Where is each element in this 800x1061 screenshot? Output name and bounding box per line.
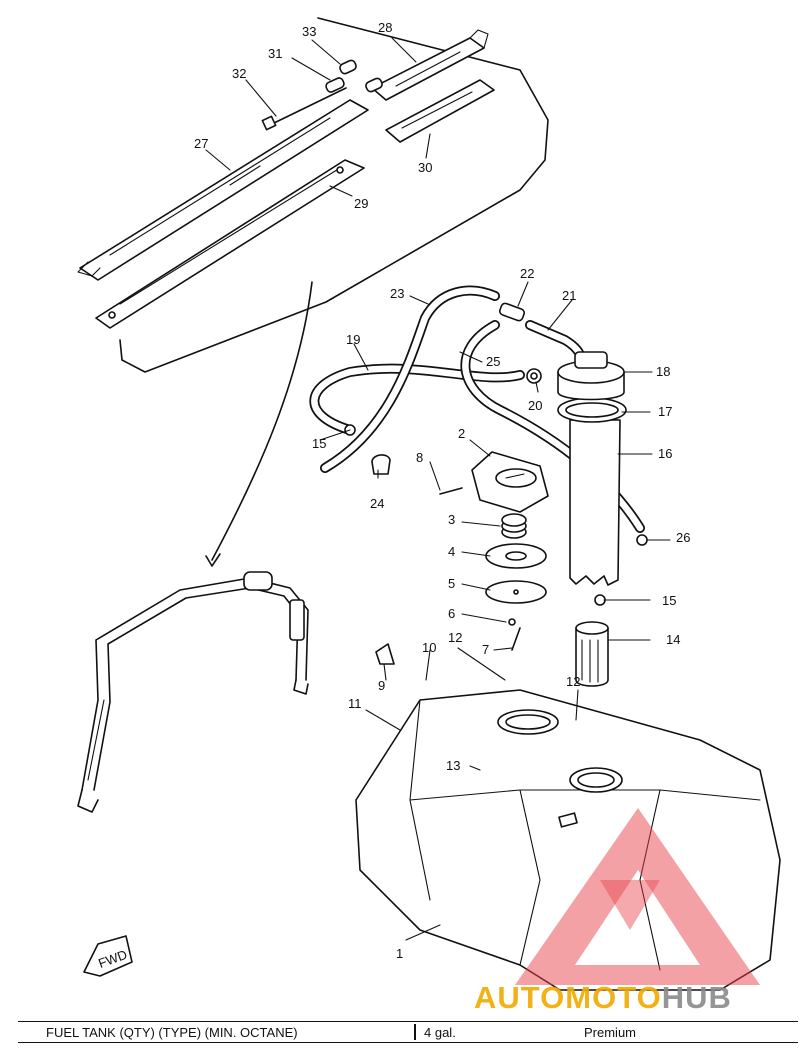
sender-pipe-16 (569, 419, 621, 586)
callout-12a: 12 (448, 630, 462, 645)
hose-19 (309, 363, 525, 435)
callout-4: 4 (448, 544, 455, 559)
pad-30 (385, 79, 495, 143)
tank-strap-assembly (77, 571, 309, 813)
callout-27: 27 (194, 136, 208, 151)
hose-23 (320, 285, 500, 473)
callout-2: 2 (458, 426, 465, 441)
cap-24 (371, 454, 391, 475)
callout-28: 28 (378, 20, 392, 35)
callout-5: 5 (448, 576, 455, 591)
callout-23: 23 (390, 286, 404, 301)
spec-separator (414, 1024, 416, 1040)
bracket-9 (375, 643, 395, 665)
callout-30: 30 (418, 160, 432, 175)
callout-21: 21 (562, 288, 576, 303)
bushings-31-33 (325, 59, 383, 93)
callout-31: 31 (268, 46, 282, 61)
spec-type: Premium (584, 1025, 637, 1040)
callout-25: 25 (486, 354, 500, 369)
callout-12b: 12 (566, 674, 580, 689)
callout-13: 13 (446, 758, 460, 773)
callout-3: 3 (448, 512, 455, 527)
callout-20: 20 (528, 398, 542, 413)
filler-cap-2 (471, 451, 549, 513)
callout-10: 10 (422, 640, 436, 655)
callout-11: 11 (348, 696, 362, 711)
inset-pointer-arrow (205, 281, 313, 567)
callout-32: 32 (232, 66, 246, 81)
fuel-tank-1 (355, 689, 781, 991)
callout-1: 1 (396, 946, 403, 961)
watermark-moto: MOTO (565, 980, 661, 1015)
callout-29: 29 (354, 196, 368, 211)
callout-18: 18 (656, 364, 670, 379)
gasket-5 (485, 580, 547, 604)
svg-text:AUTOMOTOHUB: AUTOMOTOHUB (474, 980, 732, 1015)
autmotohub-logo: AUTOMOTOHUB (474, 808, 760, 1015)
callout-numbers: 1 2 3 4 5 6 7 8 9 10 11 12 12 13 14 15 1… (194, 20, 690, 961)
callout-15a: 15 (312, 436, 326, 451)
bolt-32 (261, 87, 347, 131)
hose-21 (525, 320, 587, 365)
spec-row: FUEL TANK (QTY) (TYPE) (MIN. OCTANE) 4 g… (18, 1021, 798, 1043)
callout-6: 6 (448, 606, 455, 621)
callout-14: 14 (666, 632, 680, 647)
callout-9: 9 (378, 678, 385, 693)
watermark-auto: AUTO (474, 980, 565, 1015)
fuel-filter-14 (575, 621, 609, 687)
screw-7 (511, 627, 521, 651)
clip-20 (526, 368, 542, 384)
spring-3 (501, 513, 527, 539)
pin-8 (439, 487, 463, 495)
joint-22 (498, 302, 526, 322)
ball-6 (508, 618, 516, 626)
strap-28 (371, 29, 489, 101)
callout-19: 19 (346, 332, 360, 347)
callout-24: 24 (370, 496, 384, 511)
strap-27 (77, 99, 369, 281)
plate-4 (485, 543, 547, 569)
spec-qty: 4 gal. (424, 1025, 456, 1040)
inset-panel (119, 17, 549, 373)
callout-7: 7 (482, 642, 489, 657)
sender-cap-18 (557, 351, 625, 401)
callout-16: 16 (658, 446, 672, 461)
callout-15b: 15 (662, 593, 676, 608)
gasket-17 (557, 397, 627, 423)
fwd-arrow-icon: FWD (83, 935, 133, 977)
spec-label: FUEL TANK (QTY) (TYPE) (MIN. OCTANE) (46, 1025, 298, 1040)
callout-33: 33 (302, 24, 316, 39)
callout-leaders (205, 37, 671, 941)
callout-17: 17 (658, 404, 672, 419)
callout-22: 22 (520, 266, 534, 281)
clamp-26 (636, 534, 648, 546)
watermark-hub: HUB (662, 980, 732, 1015)
callout-26: 26 (676, 530, 690, 545)
pad-29 (95, 159, 365, 329)
callout-8: 8 (416, 450, 423, 465)
